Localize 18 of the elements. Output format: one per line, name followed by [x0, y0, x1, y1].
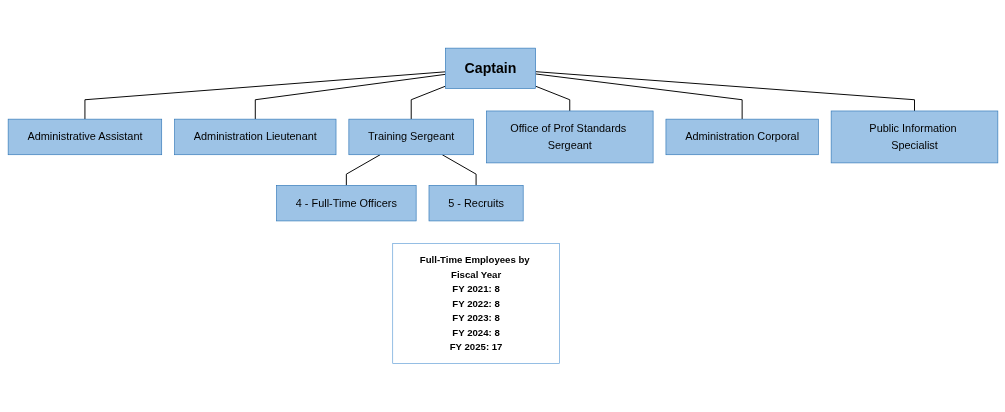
connector [534, 71, 915, 112]
node-box: Administration Lieutenant [173, 118, 336, 156]
node-box: Full-Time Employees by Fiscal Year FY 2021: 8 FY 2022: 8 FY 2023: 8 FY 2024: 8 FY 2025: 17 [391, 243, 560, 365]
node-box: Public Information Specialist [830, 110, 998, 164]
connector [410, 85, 446, 120]
node-box: Office of Prof Standards Sergeant [485, 110, 653, 164]
connector [534, 85, 570, 112]
node-box: Training Sergeant [348, 118, 474, 156]
node-box: Administration Corporal [665, 118, 819, 156]
connector [534, 73, 743, 120]
node-box: Captain [444, 47, 536, 89]
node-box: Administrative Assistant [7, 118, 162, 156]
connector [83, 71, 446, 120]
node-box: 4 - Full-Time Officers [275, 185, 416, 222]
connector [345, 154, 381, 186]
node-box: 5 - Recruits [428, 185, 523, 222]
connector [441, 154, 477, 186]
connector [254, 74, 446, 120]
